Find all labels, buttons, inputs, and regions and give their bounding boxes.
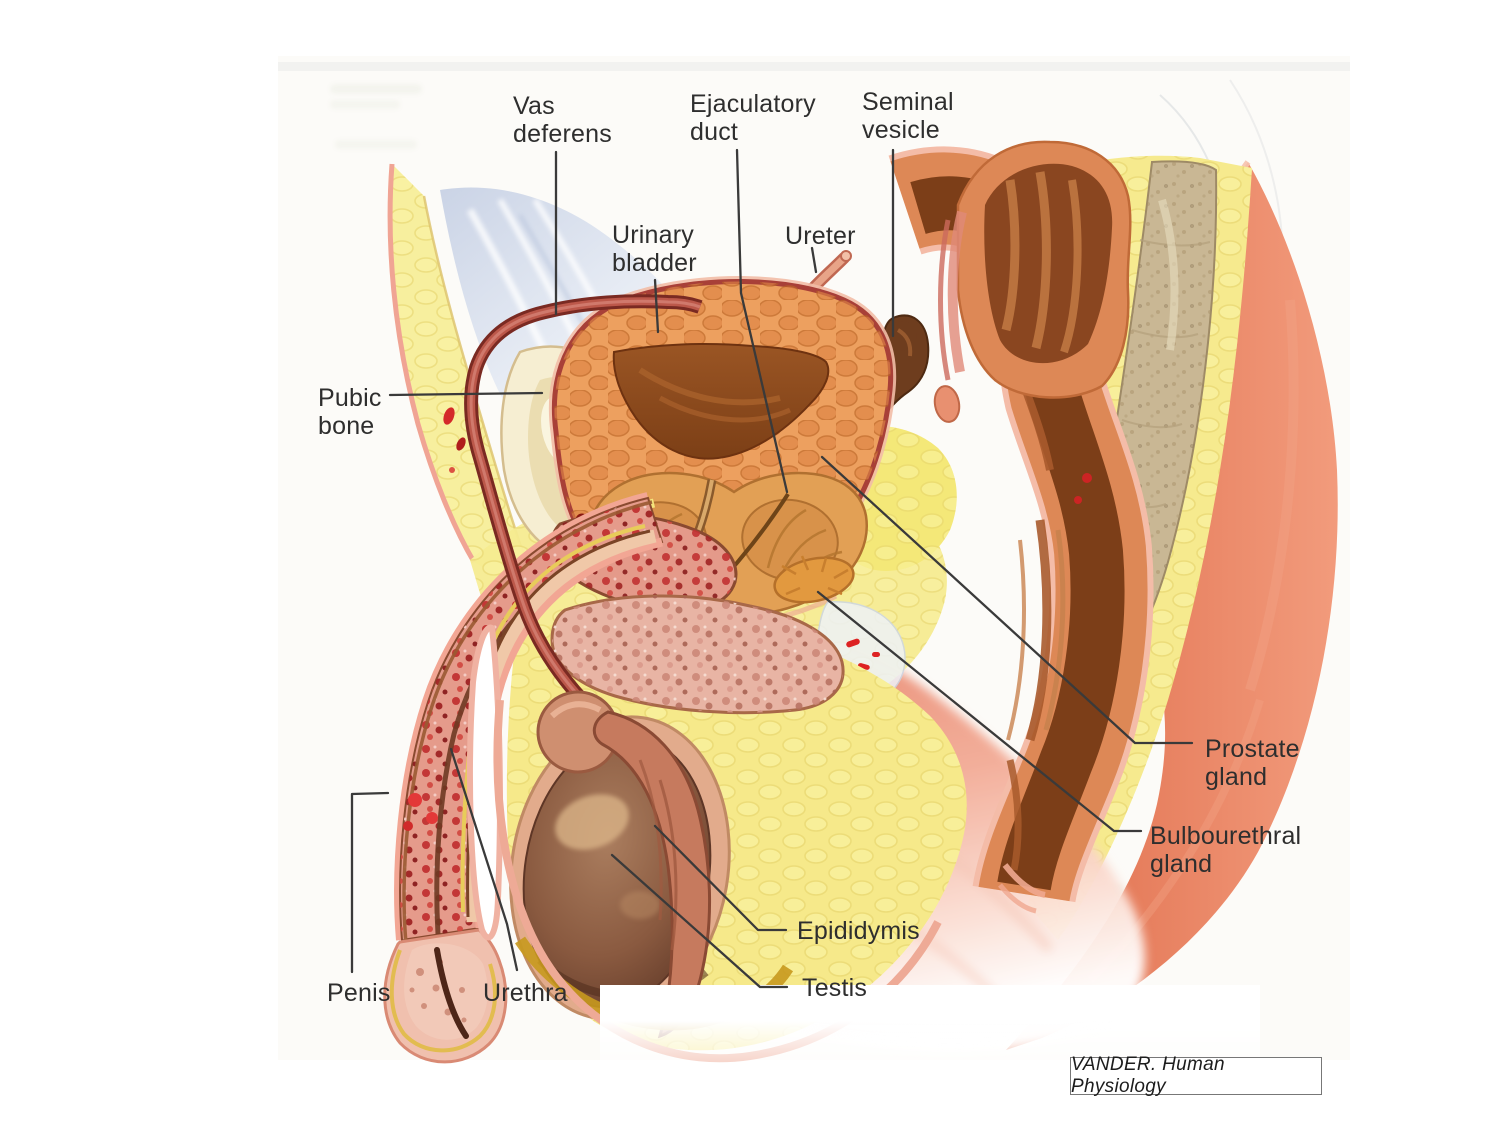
label-pubic-bone: Pubic bone	[318, 384, 382, 440]
label-bulbourethral-gland: Bulbourethral gland	[1150, 822, 1302, 878]
epididymis-illustration	[536, 690, 711, 1039]
leader-urethra	[449, 747, 519, 972]
leader-testis	[610, 853, 789, 989]
leader-urinary-bladder	[653, 278, 660, 334]
leader-pubic-bone	[388, 391, 544, 397]
bulbourethral-gland-illustration	[773, 555, 855, 604]
label-epididymis: Epididymis	[797, 917, 920, 945]
vas-deferens-illustration	[464, 294, 703, 724]
source-caption-box: VANDER. Human Physiology	[1070, 1054, 1322, 1097]
leader-ejaculatory-duct	[735, 148, 789, 494]
leader-epididymis	[653, 824, 788, 932]
label-prostate-gland: Prostate gland	[1205, 735, 1300, 791]
rectum-illustration	[888, 140, 1154, 914]
leader-bulbourethral-gland	[816, 590, 1143, 833]
leader-prostate-gland	[820, 455, 1194, 745]
label-vas-deferens: Vas deferens	[513, 92, 612, 148]
penis-bulb-illustration	[550, 594, 845, 715]
label-ejaculatory-duct: Ejaculatory duct	[690, 90, 816, 146]
label-seminal-vesicle: Seminal vesicle	[862, 88, 954, 144]
leader-penis	[350, 791, 390, 974]
leader-lines	[350, 148, 1194, 989]
label-urethra: Urethra	[483, 979, 568, 1007]
glans-penis-illustration	[383, 928, 508, 1064]
label-ureter: Ureter	[785, 222, 856, 250]
source-caption-text: VANDER. Human Physiology	[1071, 1054, 1225, 1097]
leader-ureter	[810, 246, 818, 274]
label-testis: Testis	[802, 974, 868, 1002]
label-penis: Penis	[327, 979, 391, 1007]
label-urinary-bladder: Urinary bladder	[612, 221, 697, 277]
